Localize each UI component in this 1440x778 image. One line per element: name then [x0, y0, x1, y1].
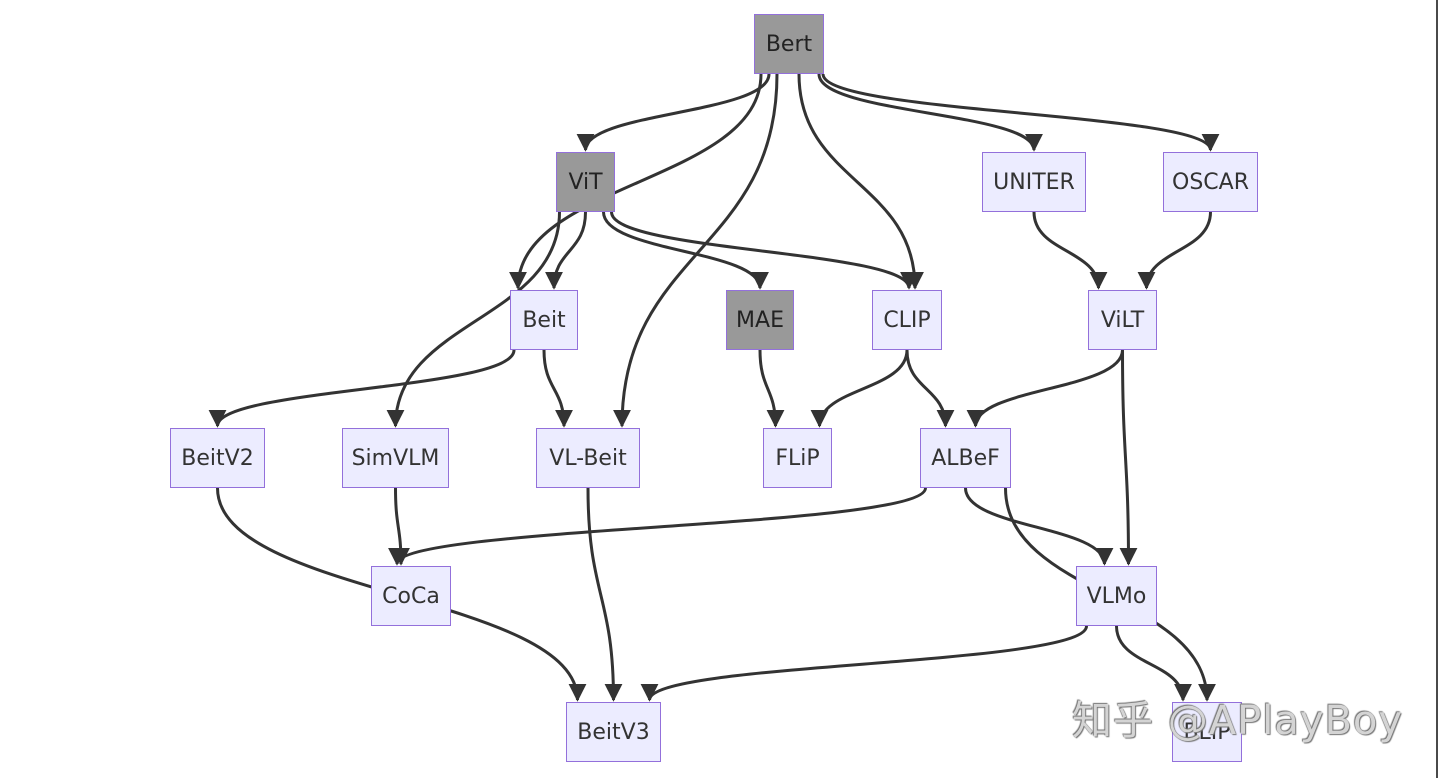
edge-vlmo-to-beitv3: [640, 625, 1088, 702]
edge-albef-to-vlmo: [964, 487, 1114, 566]
edge-bert-to-oscar: [821, 73, 1220, 152]
edge-clip-to-flip: [810, 349, 909, 428]
node-bert[interactable]: Bert: [754, 14, 824, 74]
node-beitv2[interactable]: BeitV2: [170, 428, 265, 488]
node-flip[interactable]: FLiP: [763, 428, 832, 488]
node-beit[interactable]: Beit: [510, 290, 578, 350]
node-vlbeit[interactable]: VL-Beit: [536, 428, 640, 488]
edge-vit-to-clip: [610, 211, 918, 290]
edge-uniter-to-vilt: [1032, 211, 1108, 290]
edge-vlmo-to-blip: [1115, 625, 1192, 702]
node-albef[interactable]: ALBeF: [920, 428, 1011, 488]
edge-bert-to-vit: [576, 73, 771, 152]
edge-clip-to-albef: [905, 349, 955, 428]
edge-mae-to-flip: [758, 349, 785, 428]
edge-vit-to-mae: [602, 211, 769, 290]
edge-bert-to-clip: [797, 73, 924, 290]
edge-bert-to-uniter: [817, 73, 1043, 152]
node-simvlm[interactable]: SimVLM: [342, 428, 449, 488]
edge-beit-to-beitv2: [208, 349, 516, 428]
right-edge-divider: [1436, 0, 1438, 778]
node-mae[interactable]: MAE: [726, 290, 794, 350]
node-uniter[interactable]: UNITER: [982, 152, 1086, 212]
edge-beit-to-vlbeit: [542, 349, 573, 428]
edge-vilt-to-albef: [966, 349, 1124, 428]
node-clip[interactable]: CLIP: [872, 290, 942, 350]
node-vlmo[interactable]: VLMo: [1076, 566, 1157, 626]
edge-bert-to-vlbeit: [613, 73, 779, 428]
edge-vilt-to-vlmo: [1119, 349, 1138, 566]
edge-albef-to-coca: [388, 487, 927, 566]
node-oscar[interactable]: OSCAR: [1163, 152, 1258, 212]
node-blip[interactable]: BLIP: [1172, 702, 1242, 762]
edge-vit-to-beit: [545, 211, 587, 290]
node-beitv3[interactable]: BeitV3: [566, 702, 661, 762]
node-vilt[interactable]: ViLT: [1088, 290, 1157, 350]
edge-simvlm-to-coca: [391, 487, 410, 566]
edge-bert-to-beit: [509, 73, 763, 290]
edge-oscar-to-vilt: [1137, 211, 1212, 290]
edge-vit-to-simvlm: [386, 211, 561, 428]
node-vit[interactable]: ViT: [556, 152, 615, 212]
edge-vlbeit-to-beitv3: [586, 487, 623, 702]
node-coca[interactable]: CoCa: [371, 566, 451, 626]
